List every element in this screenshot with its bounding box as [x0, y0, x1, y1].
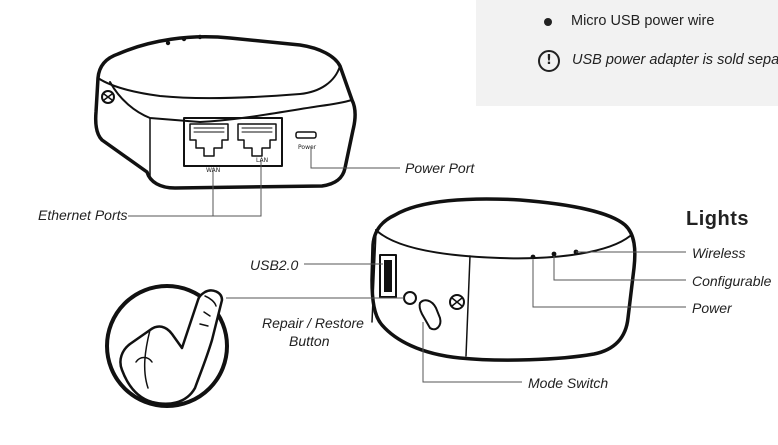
power-light-leader	[532, 260, 686, 308]
status-dots	[165, 34, 203, 46]
finger-press-illustration	[105, 284, 229, 408]
mode-switch-leader	[422, 322, 522, 383]
indicator-lights	[530, 249, 579, 260]
ethernet-ports	[183, 117, 283, 167]
screw-icon	[449, 294, 465, 310]
adapter-note: USB power adapter is sold separately	[572, 52, 778, 68]
bullet-icon	[544, 18, 552, 26]
lights-heading: Lights	[686, 208, 749, 230]
mode-switch	[418, 299, 442, 331]
repair-restore-callout-line2: Button	[289, 333, 330, 349]
lights-item-wireless: Wireless	[692, 245, 746, 261]
lights-item-power: Power	[692, 300, 732, 316]
ethernet-leader	[128, 160, 262, 217]
power-port-leader	[310, 146, 400, 169]
micro-usb-port	[295, 131, 317, 139]
leader-lines	[128, 146, 686, 383]
configurable-leader	[553, 256, 686, 281]
lan-label: LAN	[256, 157, 268, 164]
info-panel: Micro USB power wire ! USB power adapter…	[476, 0, 778, 106]
router-side-view	[370, 197, 637, 362]
power-port-label: Power	[298, 144, 317, 151]
usb-callout: USB2.0	[250, 257, 299, 273]
power-port-callout: Power Port	[405, 160, 475, 176]
included-item: Micro USB power wire	[571, 13, 715, 29]
screw-icon	[101, 90, 115, 104]
ethernet-ports-callout: Ethernet Ports	[38, 207, 128, 223]
exclamation-circle-icon: !	[538, 50, 560, 72]
lights-item-configurable: Configurable	[692, 273, 772, 289]
router-rear-view: WAN LAN Power	[93, 34, 357, 190]
repair-restore-callout-line1: Repair / Restore	[262, 315, 364, 331]
usb-port	[379, 254, 397, 298]
mode-switch-callout: Mode Switch	[528, 375, 609, 391]
